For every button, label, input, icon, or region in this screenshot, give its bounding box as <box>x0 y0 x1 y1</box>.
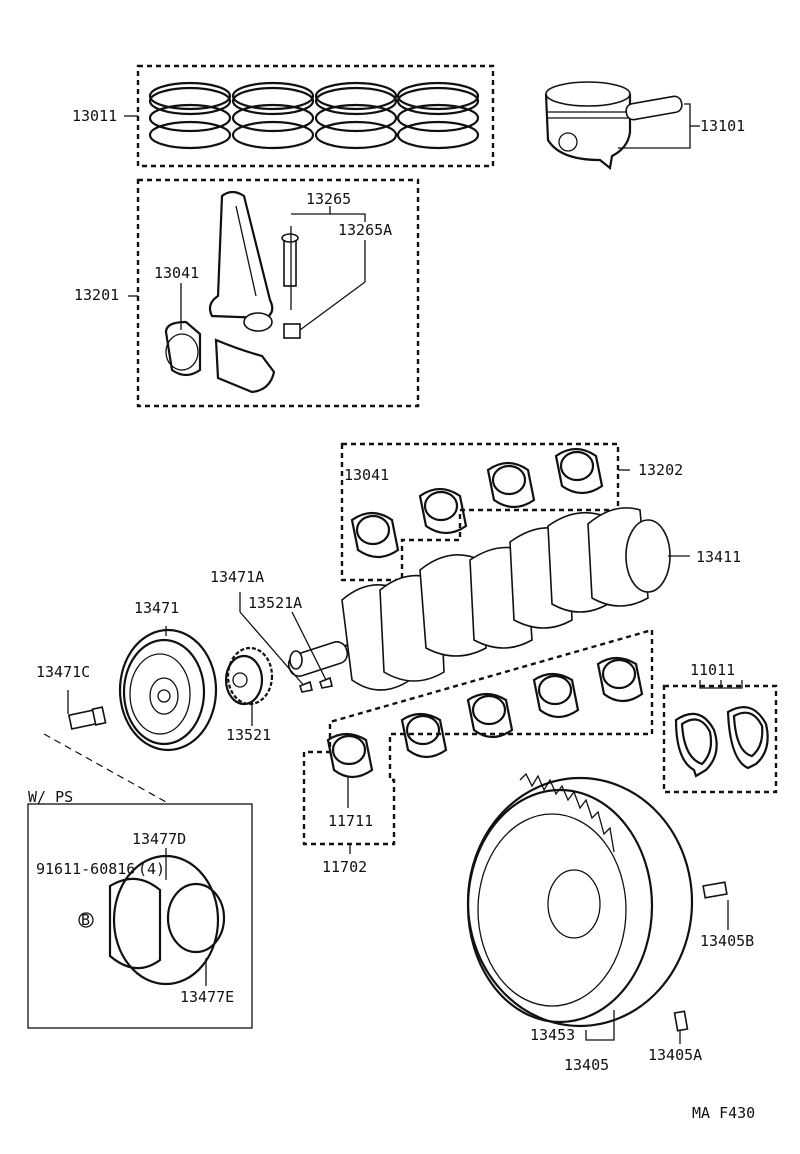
label-13405b: 13405B <box>700 932 754 950</box>
label-13411: 13411 <box>696 548 741 566</box>
label-13477e: 13477E <box>180 988 234 1006</box>
lower-main-bearing-set-illustration <box>302 628 654 854</box>
label-b-marker: B <box>81 911 90 929</box>
label-13471: 13471 <box>134 599 179 617</box>
label-11711: 11711 <box>328 812 373 830</box>
label-13471a: 13471A <box>210 568 264 586</box>
label-wps: W/ PS <box>28 788 73 806</box>
timing-gear-illustration <box>224 646 274 726</box>
label-91611-qty: (4) <box>138 860 165 878</box>
upper-main-bearing-set-illustration <box>340 442 630 582</box>
thrust-washer-illustration <box>662 680 778 794</box>
label-91611: 91611-60816 <box>36 860 135 878</box>
label-13265: 13265 <box>306 190 351 208</box>
label-13405a: 13405A <box>648 1046 702 1064</box>
flywheel-illustration <box>466 772 729 1044</box>
label-11011: 11011 <box>690 661 735 679</box>
label-13202: 13202 <box>638 461 683 479</box>
label-13265a: 13265A <box>338 221 392 239</box>
label-13011: 13011 <box>72 107 117 125</box>
label-13101: 13101 <box>700 117 745 135</box>
label-13521: 13521 <box>226 726 271 744</box>
connecting-rod-illustration <box>128 178 420 408</box>
crankshaft-illustration <box>239 507 690 693</box>
footer-code: MA F430 <box>692 1104 755 1122</box>
label-13477d: 13477D <box>132 830 186 848</box>
label-13453: 13453 <box>530 1026 575 1044</box>
label-13521a: 13521A <box>248 594 302 612</box>
label-13041-rod: 13041 <box>154 264 199 282</box>
label-13471c: 13471C <box>36 663 90 681</box>
label-13405: 13405 <box>564 1056 609 1074</box>
label-13201: 13201 <box>74 286 119 304</box>
piston-ring-set-illustration <box>124 64 495 168</box>
label-13041-main: 13041 <box>344 466 389 484</box>
label-11702: 11702 <box>322 858 367 876</box>
piston-and-pin-illustration <box>544 81 700 171</box>
part-labels: 13011 13101 13265 13265A 13041 13201 130… <box>28 107 755 1122</box>
power-steering-pulley-inset <box>27 803 253 1029</box>
crank-pulley-illustration <box>67 626 218 752</box>
